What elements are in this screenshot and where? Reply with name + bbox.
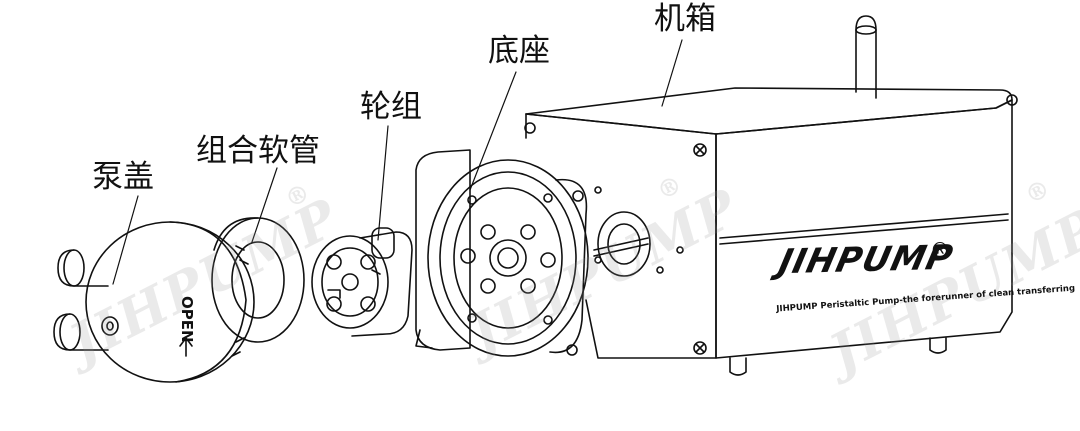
pump-cover [53,221,255,383]
label-tube: 组合软管 [196,133,320,169]
label-roller: 轮组 [360,89,422,125]
label-chassis: 机箱 [654,1,716,37]
chassis [524,15,1018,376]
cover-open-mark: OPEN [178,296,196,343]
base [415,149,589,357]
roller-assembly [311,227,413,337]
combined-tube [211,217,305,343]
leader-lines [112,39,683,285]
label-cover: 泵盖 [92,159,154,195]
label-base: 底座 [488,33,550,69]
brand-registered-mark: ® [930,238,950,262]
